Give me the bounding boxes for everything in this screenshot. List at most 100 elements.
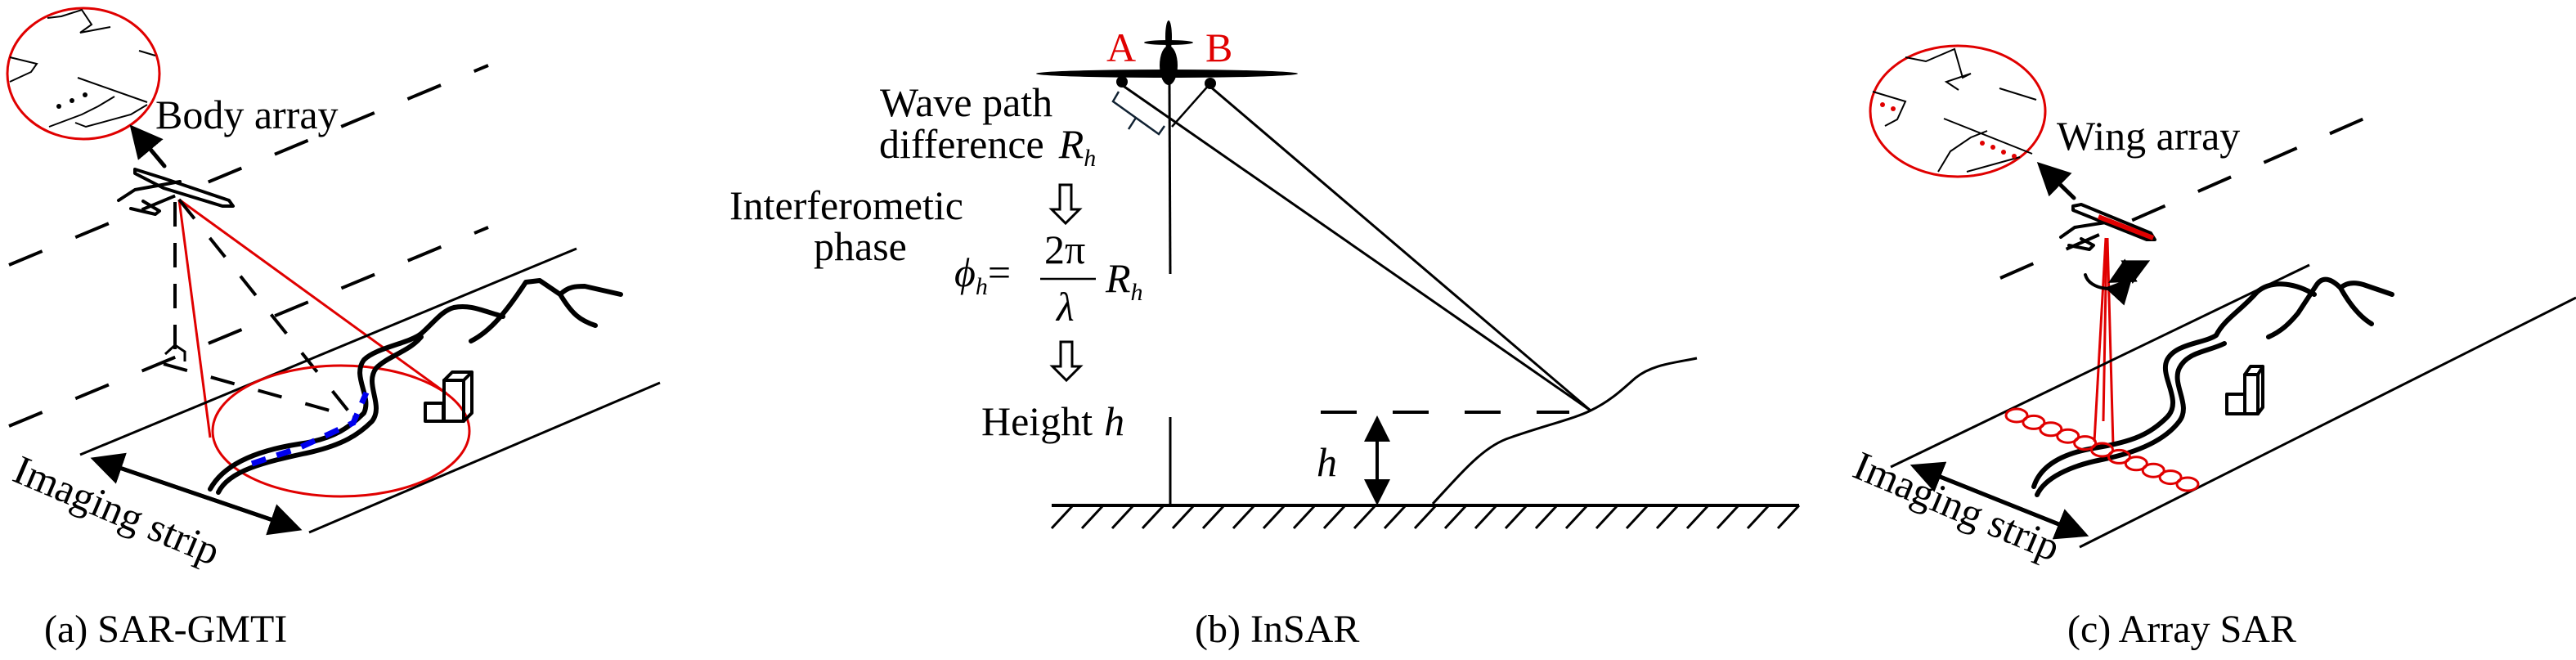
hatch-mark bbox=[1685, 504, 1710, 530]
imaging-strip-label: Imaging strip bbox=[1847, 442, 2067, 570]
beam-footprint bbox=[2004, 407, 2029, 424]
airplane-icon bbox=[2059, 203, 2156, 251]
hatch-mark bbox=[1655, 504, 1680, 530]
strip-edge-near bbox=[1890, 263, 2310, 469]
caption-a: (a) SAR-GMTI bbox=[44, 608, 287, 651]
beam-footprints bbox=[2004, 407, 2200, 492]
beam-center bbox=[2102, 237, 2108, 422]
river-bank-1 bbox=[208, 304, 505, 492]
inset-pointer-arrow bbox=[129, 124, 167, 168]
hatch-mark bbox=[1443, 504, 1468, 530]
hatch-mark bbox=[1504, 504, 1528, 530]
formula-denominator: λ bbox=[1055, 284, 1075, 330]
body-array-inset bbox=[6, 7, 161, 141]
hatch-mark bbox=[1322, 504, 1347, 530]
flight-track-upper bbox=[8, 64, 489, 267]
river-bank-1 bbox=[2031, 281, 2317, 489]
beam-footprint bbox=[2090, 442, 2114, 458]
strip-edge-far bbox=[2079, 296, 2576, 549]
river-bank-2 bbox=[2035, 341, 2227, 497]
strip-edge-far bbox=[308, 381, 661, 534]
strip-width-arrow-right bbox=[96, 458, 303, 536]
building-icon bbox=[424, 370, 473, 423]
hatch-mark bbox=[1201, 504, 1226, 530]
body-array-dots bbox=[56, 92, 88, 109]
inset-airplane-sketch bbox=[9, 8, 156, 128]
hatch-mark bbox=[1595, 504, 1619, 530]
phase-formula-lhs: ϕh= bbox=[954, 249, 1011, 300]
body-array-label: Body array bbox=[155, 92, 339, 137]
angle-marker-icon bbox=[164, 343, 186, 361]
wing-array-label: Wing array bbox=[2057, 113, 2240, 159]
hatch-mark bbox=[1262, 504, 1286, 530]
formula-rhs: Rh bbox=[1105, 255, 1143, 306]
beam-right bbox=[2106, 237, 2115, 447]
beam-footprint bbox=[2141, 462, 2165, 478]
beam-footprint bbox=[2056, 428, 2080, 444]
hatch-mark bbox=[1564, 504, 1589, 530]
antenna-a-label: A bbox=[1106, 25, 1136, 70]
beam-footprint bbox=[2039, 421, 2063, 438]
strip-edge-near bbox=[79, 247, 577, 456]
beam-footprint bbox=[2073, 435, 2098, 451]
inset-airplane-sketch bbox=[1872, 47, 2037, 173]
building-icon bbox=[2225, 365, 2264, 415]
hatch-mark bbox=[1776, 504, 1801, 530]
hatch-mark bbox=[1534, 504, 1559, 530]
nadir-line-upper bbox=[1168, 83, 1172, 275]
height-marker-label: h bbox=[1317, 439, 1337, 485]
wing-array-dots bbox=[1880, 102, 2017, 159]
hatch-mark bbox=[1171, 504, 1196, 530]
hatch-mark bbox=[1383, 504, 1407, 530]
wing-array-inset bbox=[1869, 44, 2047, 178]
river-bank-2 bbox=[216, 334, 424, 495]
airplane-icon bbox=[117, 168, 235, 216]
panel-array-sar: Wing array Imaging strip (c) Array SAR bbox=[1847, 44, 2576, 651]
airplane-front-icon bbox=[1036, 20, 1298, 89]
formula-numerator: 2π bbox=[1044, 227, 1085, 272]
caption-c: (c) Array SAR bbox=[2067, 608, 2296, 651]
hatch-mark bbox=[1625, 504, 1649, 530]
ray-b bbox=[1209, 85, 1591, 412]
beam-footprint bbox=[2175, 476, 2200, 492]
beam-left bbox=[2093, 237, 2107, 442]
beam-steering-arrow-in bbox=[2107, 258, 2138, 283]
phase-label-2: phase bbox=[814, 223, 907, 269]
ray-a bbox=[1121, 83, 1591, 412]
down-arrow-icon bbox=[1048, 183, 1083, 226]
path-difference-perpendicular bbox=[1171, 83, 1211, 128]
beam-footprint bbox=[2124, 456, 2148, 472]
antenna-a bbox=[1116, 76, 1128, 88]
hatch-mark bbox=[1474, 504, 1498, 530]
wave-path-label-1: Wave path bbox=[880, 79, 1052, 125]
beam-footprint bbox=[2107, 448, 2131, 465]
caption-b: (b) InSAR bbox=[1195, 608, 1359, 651]
path-difference-brace bbox=[1111, 91, 1166, 136]
beam-footprint bbox=[211, 364, 471, 498]
panel-sar-gmti: Body array Imaging strip (a) SAR-GMTI bbox=[6, 7, 661, 651]
mountain bbox=[2266, 276, 2394, 339]
moving-target-track bbox=[250, 391, 370, 467]
hatch-mark bbox=[1080, 504, 1105, 530]
hatch-mark bbox=[1746, 504, 1770, 530]
hatch-mark bbox=[1413, 504, 1438, 530]
beam-footprint bbox=[2022, 414, 2046, 430]
hatch-mark bbox=[1111, 504, 1135, 530]
antenna-b-label: B bbox=[1205, 25, 1232, 70]
phase-label-1: Interferometic bbox=[729, 182, 963, 228]
beam-steering-rotation-icon bbox=[2084, 273, 2133, 306]
beam-footprint bbox=[2158, 469, 2183, 486]
flight-track-lower bbox=[8, 226, 489, 428]
beam-edge-right bbox=[178, 198, 447, 395]
inset-pointer-arrow bbox=[2036, 162, 2076, 200]
hatch-mark bbox=[1232, 504, 1256, 530]
ground-range-line bbox=[163, 362, 354, 419]
hatch-mark bbox=[1292, 504, 1317, 530]
strip-width-arrow-right bbox=[1915, 465, 2089, 540]
ground-hatching bbox=[1050, 504, 1801, 530]
beam-edge-left bbox=[177, 199, 212, 438]
